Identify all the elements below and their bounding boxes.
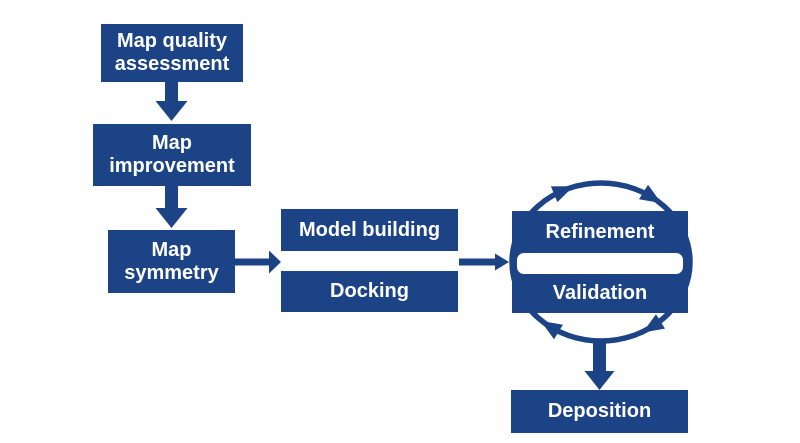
node-map-improvement: Map improvement <box>93 124 251 186</box>
node-docking: Docking <box>281 271 458 312</box>
arrow-cycle-to-deposition <box>584 340 615 390</box>
arrow-improvement-to-symmetry <box>155 186 188 228</box>
node-map-symmetry: Map symmetry <box>108 230 235 293</box>
cycle-arrowhead-bottom-left <box>540 320 563 340</box>
node-map-quality-assessment: Map quality assessment <box>101 24 243 82</box>
arrow-building-to-refinement <box>459 253 509 271</box>
node-refinement-validation-group: Refinement Validation <box>512 211 688 313</box>
cycle-gap-band <box>517 253 683 274</box>
node-deposition: Deposition <box>511 390 688 433</box>
cycle-arrowhead-top-left <box>550 186 574 203</box>
cycle-arrowhead-bottom-right <box>642 314 665 333</box>
cycle-arrowhead-top-right <box>639 184 662 204</box>
arrow-symmetry-to-building <box>235 250 281 274</box>
arrow-quality-to-improvement <box>155 82 188 121</box>
node-refinement: Refinement <box>545 220 655 243</box>
node-model-building: Model building <box>281 209 458 251</box>
node-validation: Validation <box>552 282 648 304</box>
